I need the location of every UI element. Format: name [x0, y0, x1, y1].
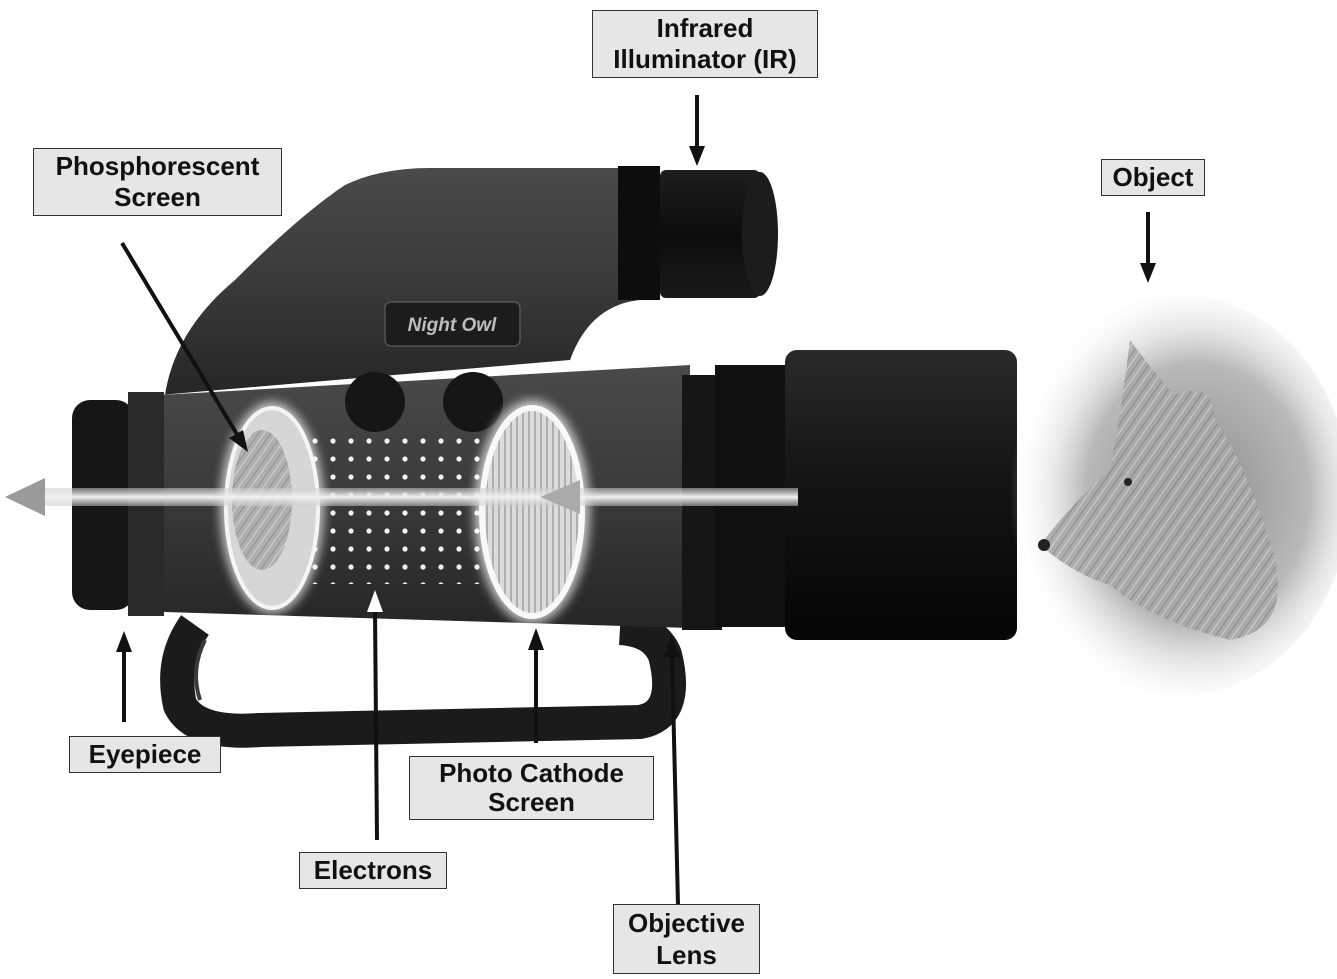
hand-strap: [160, 611, 687, 748]
arrow-electrons: [373, 609, 379, 841]
arrow-phosphor: [120, 241, 240, 438]
label-phosphor-line1: Phosphorescent: [55, 151, 260, 181]
label-eyepiece: Eyepiece: [69, 736, 221, 773]
label-infrared-illuminator: Infrared Illuminator (IR): [592, 10, 818, 78]
wolf-object-image: [1010, 295, 1337, 695]
label-photocathode-line1: Photo Cathode: [439, 758, 624, 788]
label-photocathode-line2: Screen: [488, 787, 575, 817]
ir-button-icon: [443, 372, 503, 432]
label-infrared-line2: Illuminator (IR): [613, 44, 797, 74]
label-object: Object: [1101, 159, 1205, 196]
brand-text: Night Owl: [408, 315, 497, 336]
label-infrared-line1: Infrared: [656, 13, 754, 43]
label-electrons-line1: Electrons: [313, 855, 433, 885]
label-eyepiece-line1: Eyepiece: [88, 739, 202, 769]
label-electrons: Electrons: [299, 852, 447, 889]
electron-dots: [302, 432, 498, 584]
label-phosphorescent-screen: Phosphorescent Screen: [33, 148, 282, 216]
label-objective-line2: Lens: [656, 940, 717, 970]
ir-illuminator: [618, 166, 778, 300]
label-photo-cathode-screen: Photo Cathode Screen: [409, 756, 654, 820]
light-path: [5, 478, 798, 516]
label-objective-line1: Objective: [627, 908, 746, 938]
callout-arrows: [116, 95, 1156, 906]
arrow-objective: [670, 654, 680, 906]
photo-cathode-screen: [474, 400, 590, 624]
power-button-icon: [345, 372, 405, 432]
label-object-line1: Object: [1112, 162, 1194, 192]
label-objective-lens: Objective Lens: [613, 904, 760, 974]
label-phosphor-line2: Screen: [114, 182, 201, 212]
brand-plate: Night Owl: [384, 301, 521, 347]
